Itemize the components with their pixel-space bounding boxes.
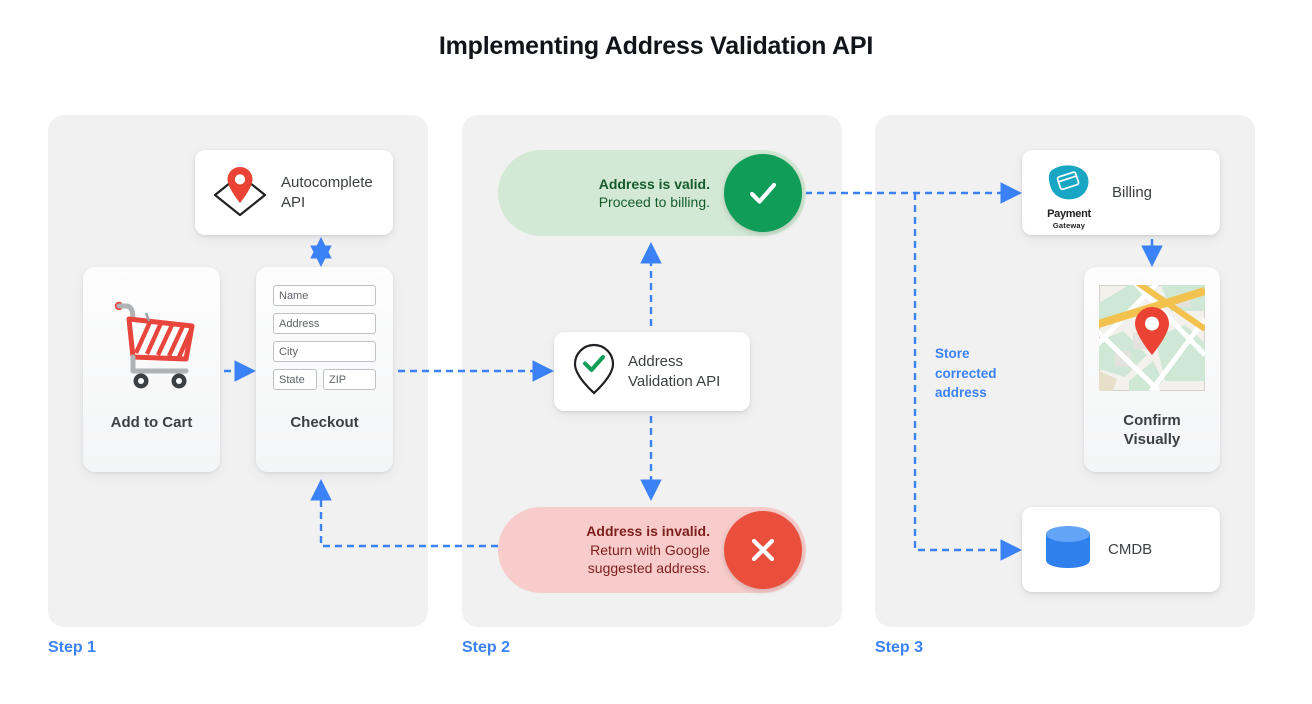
address-field[interactable]: Address: [273, 313, 376, 334]
payment-gateway-logo: Payment Gateway: [1038, 164, 1100, 230]
zip-field[interactable]: ZIP: [323, 369, 376, 390]
map-pin-check-icon: [570, 340, 618, 403]
map-pin-diamond-icon: [209, 161, 271, 224]
checkout-form: Name Address City State ZIP: [273, 285, 376, 397]
confirm-visually-label: Confirm Visually: [1123, 412, 1181, 449]
checkout-card[interactable]: Name Address City State ZIP Checkout: [256, 267, 393, 472]
check-icon: [724, 154, 802, 232]
step-2-label: Step 2: [462, 639, 511, 656]
step-3-label: Step 3: [875, 639, 924, 656]
address-validation-api-card[interactable]: Address Validation API: [554, 332, 750, 411]
payment-logo-text: Payment: [1047, 207, 1091, 220]
autocomplete-api-card[interactable]: Autocomplete API: [195, 150, 393, 235]
add-to-cart-label: Add to Cart: [110, 414, 193, 431]
state-field[interactable]: State: [273, 369, 317, 390]
checkout-label: Checkout: [290, 414, 359, 431]
page-title: Implementing Address Validation API: [438, 32, 874, 60]
confirm-visually-card[interactable]: Confirm Visually: [1084, 267, 1220, 472]
autocomplete-api-label: Autocomplete API: [281, 174, 373, 211]
database-icon: [1042, 522, 1094, 577]
address-valid-pill: Address is valid. Proceed to billing.: [498, 150, 806, 236]
close-icon: [724, 511, 802, 589]
billing-card[interactable]: Payment Gateway Billing: [1022, 150, 1220, 235]
step-1-label: Step 1: [48, 639, 97, 656]
billing-label: Billing: [1112, 183, 1153, 201]
name-field[interactable]: Name: [273, 285, 376, 306]
shopping-cart-icon: [100, 289, 204, 398]
add-to-cart-card[interactable]: Add to Cart: [83, 267, 220, 472]
address-invalid-pill: Address is invalid. Return with Google s…: [498, 507, 806, 593]
payment-logo-subtext: Gateway: [1052, 220, 1086, 230]
cmdb-label: CMDB: [1108, 540, 1153, 558]
cmdb-card[interactable]: CMDB: [1022, 507, 1220, 592]
store-corrected-address-note: Store corrected address: [935, 346, 997, 401]
address-validation-api-label: Address Validation API: [628, 353, 721, 390]
city-field[interactable]: City: [273, 341, 376, 362]
address-invalid-text: Address is invalid. Return with Google s…: [586, 523, 710, 577]
address-valid-text: Address is valid. Proceed to billing.: [598, 175, 710, 210]
map-thumbnail-icon: [1093, 278, 1207, 396]
